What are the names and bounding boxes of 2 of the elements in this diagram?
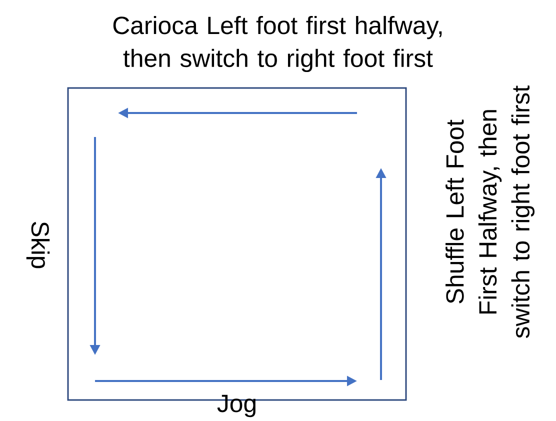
side-label: Jog — [217, 394, 256, 418]
side-label: Shuffle Left Foot First Halfway, then switch to right foot first — [446, 86, 534, 338]
